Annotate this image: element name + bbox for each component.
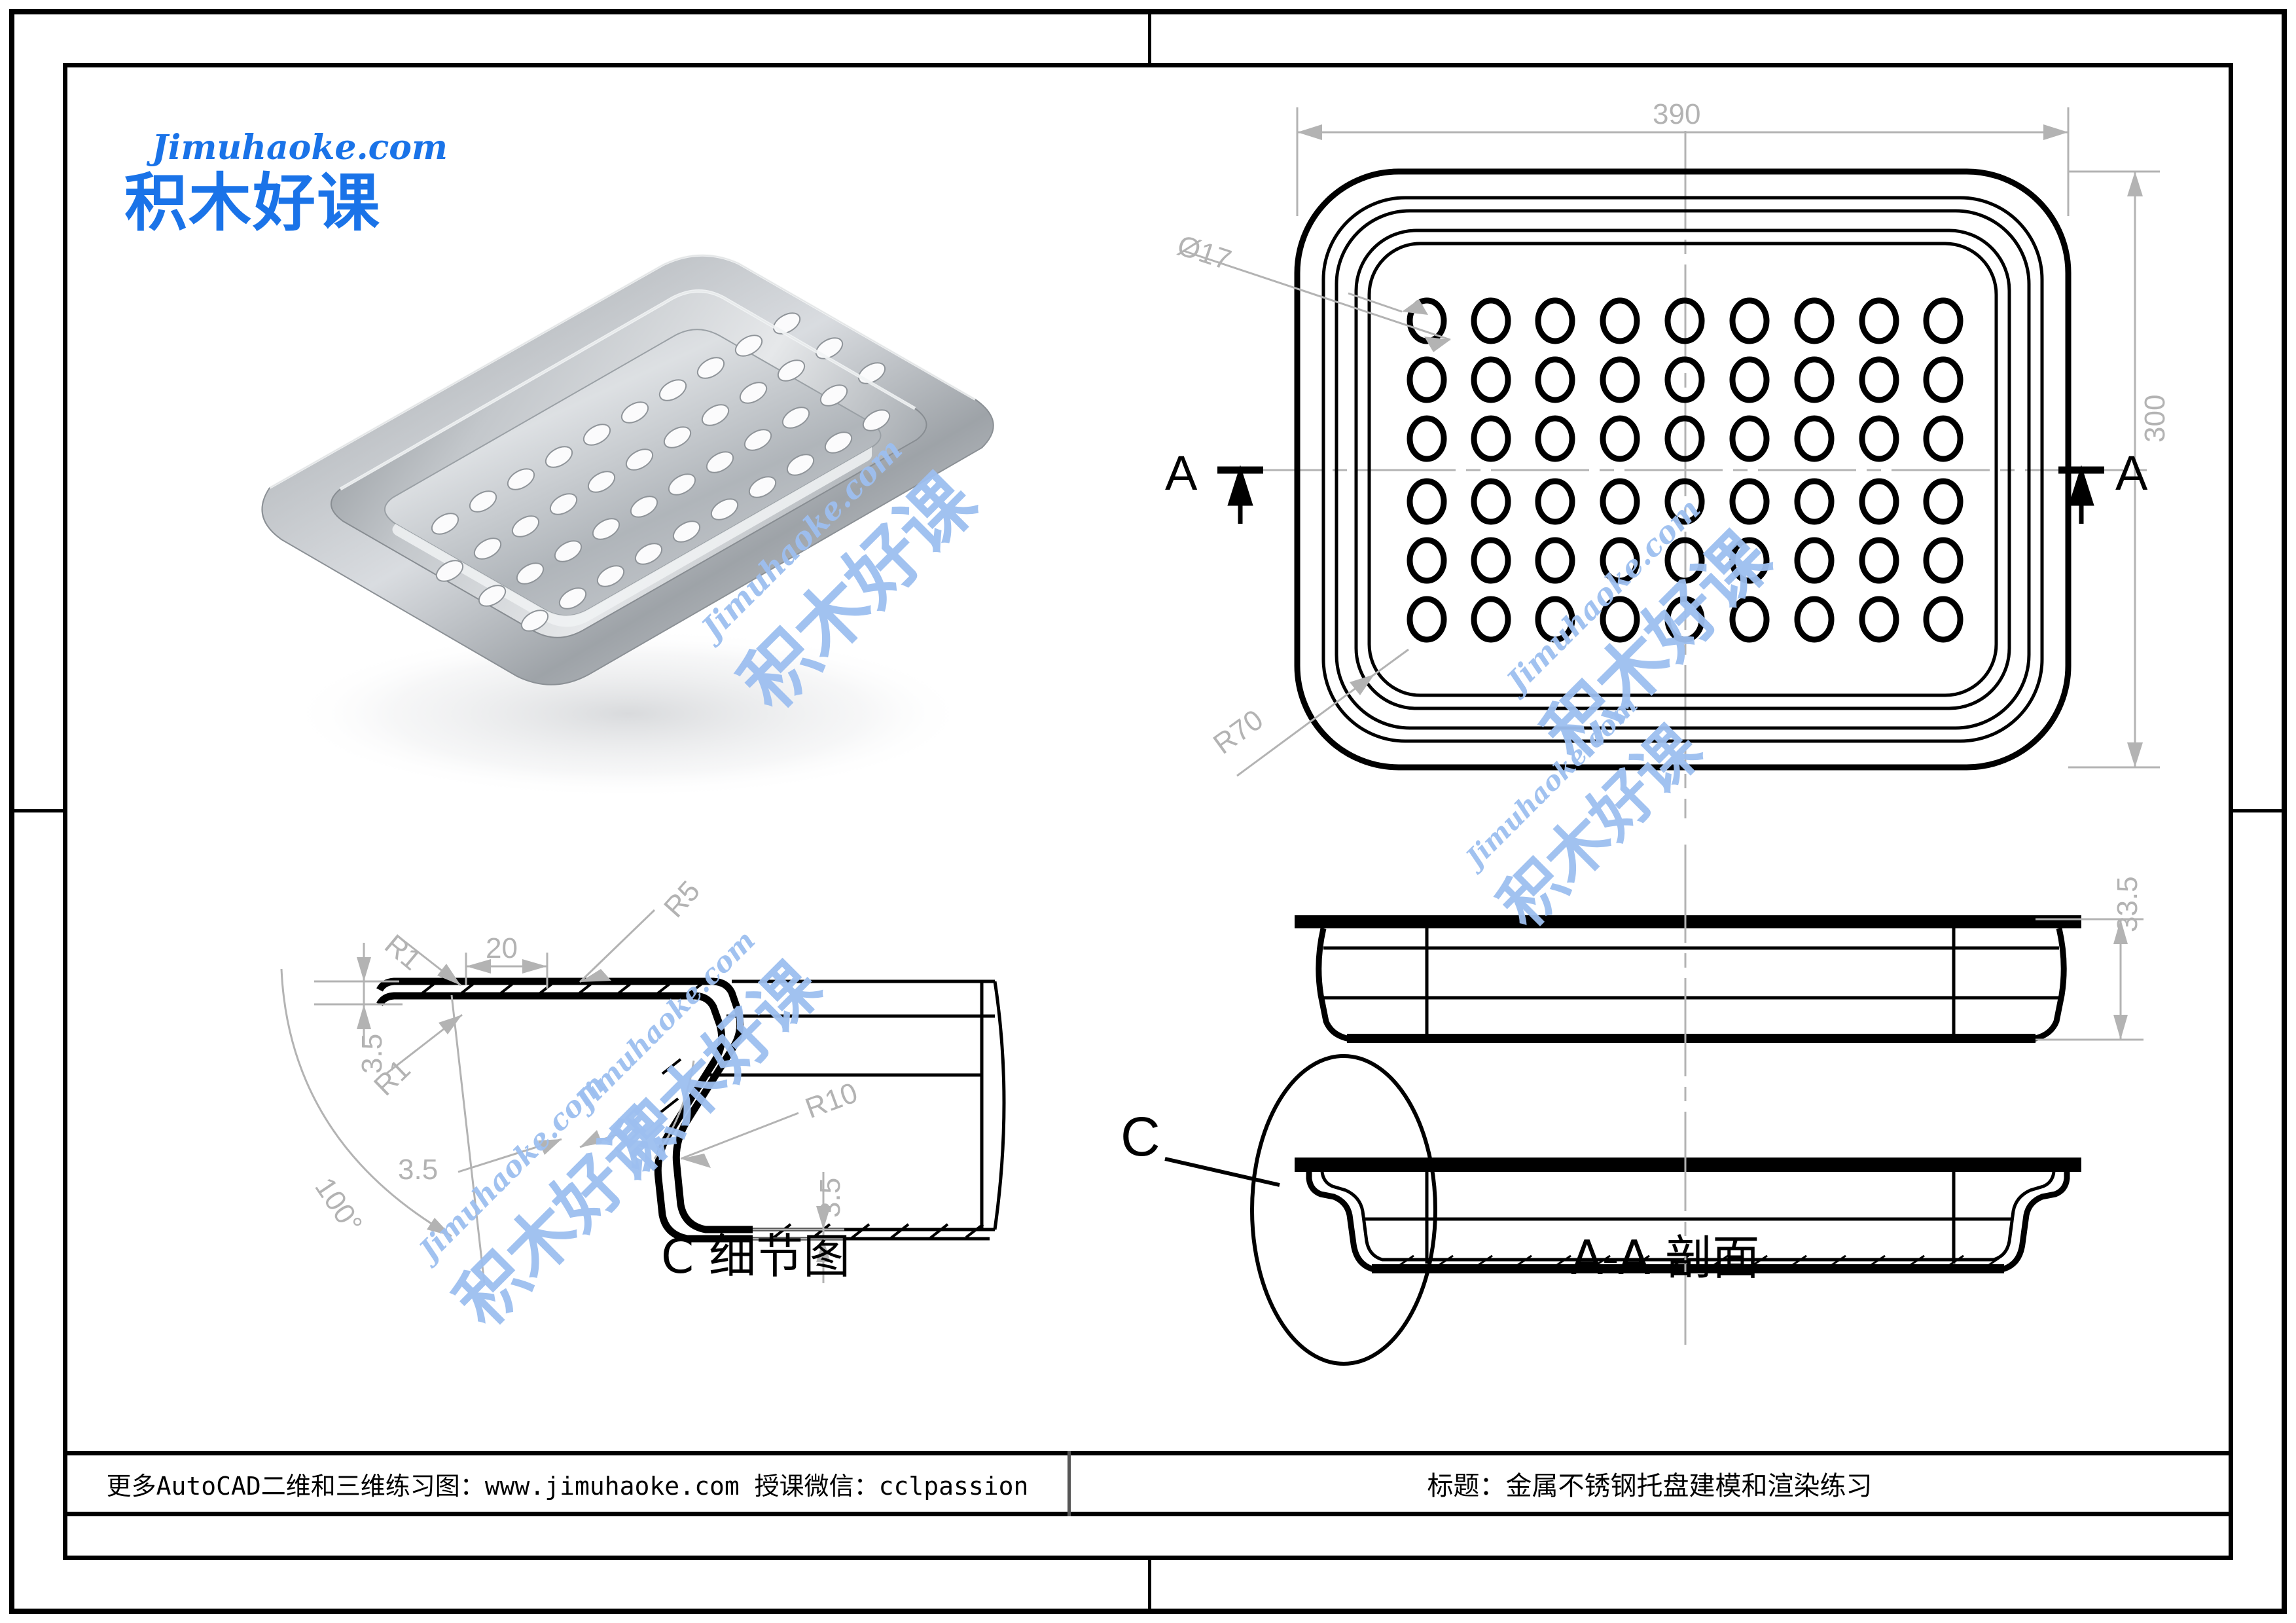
hole-diameter-leader xyxy=(1183,249,1451,352)
title-block-left-cell: 更多AutoCAD二维和三维练习图：www.jimuhaoke.com 授课微信… xyxy=(67,1451,1067,1516)
section-mark-right: A xyxy=(2115,446,2148,500)
title-block-divider xyxy=(1067,1451,1071,1516)
detail-dimensions xyxy=(280,909,844,1284)
sheet-border-inner xyxy=(63,63,2233,1560)
dim-tray-height: 33.5 xyxy=(2111,876,2144,932)
title-block xyxy=(67,1451,2229,1516)
top-view-centerlines xyxy=(1224,131,2147,818)
top-view-holes xyxy=(1407,297,1964,643)
title-block-contact-text: 更多AutoCAD二维和三维练习图：www.jimuhaoke.com 授课微信… xyxy=(106,1471,1029,1501)
margin-tick-right xyxy=(2233,809,2282,812)
height-dimension xyxy=(2036,918,2144,1041)
sheet-border-outer xyxy=(9,9,2287,1614)
section-aa-outline xyxy=(1295,1158,2081,1273)
section-arrow-left xyxy=(1217,465,1263,524)
dim-overall-height: 300 xyxy=(2139,394,2171,443)
title-block-title-text: 标题：金属不锈钢托盘建模和渲染练习 xyxy=(1427,1471,1873,1501)
detail-circle-c xyxy=(1250,1054,1437,1366)
brand-logo: Jimuhaoke.com 积木好课 xyxy=(124,128,448,236)
logo-domain: Jimuhaoke.com xyxy=(152,128,448,168)
margin-tick-bottom xyxy=(1148,1560,1151,1609)
margin-tick-left xyxy=(14,809,63,812)
detail-marker-c: C xyxy=(1121,1106,1160,1167)
section-mark-left: A xyxy=(1165,446,1198,500)
section-arrow-right xyxy=(2058,465,2104,524)
detail-leader-c xyxy=(1164,1157,1280,1187)
dim-detail-flange-width: 20 xyxy=(486,932,518,964)
dim-detail-bottom-thickness: 3.5 xyxy=(814,1177,846,1218)
top-view-dimensions xyxy=(1296,107,2160,769)
detail-profile-inner xyxy=(393,979,1006,1241)
tray-perforations xyxy=(431,312,891,632)
corner-radius-leader xyxy=(1236,648,1409,777)
detail-view-label: C 细节图 xyxy=(661,1229,851,1284)
side-elevation-outline xyxy=(1295,915,2081,1043)
detail-hatching xyxy=(418,980,984,1240)
detail-profile-outer xyxy=(376,977,753,1243)
dim-overall-width: 390 xyxy=(1653,98,1701,130)
margin-tick-top xyxy=(1148,14,1151,63)
dim-detail-thickness: 3.5 xyxy=(398,1154,439,1186)
title-block-right-cell: 标题：金属不锈钢托盘建模和渲染练习 xyxy=(1071,1451,2229,1516)
section-view-label: A-A 剖面 xyxy=(1571,1230,1760,1285)
logo-name: 积木好课 xyxy=(124,166,381,240)
